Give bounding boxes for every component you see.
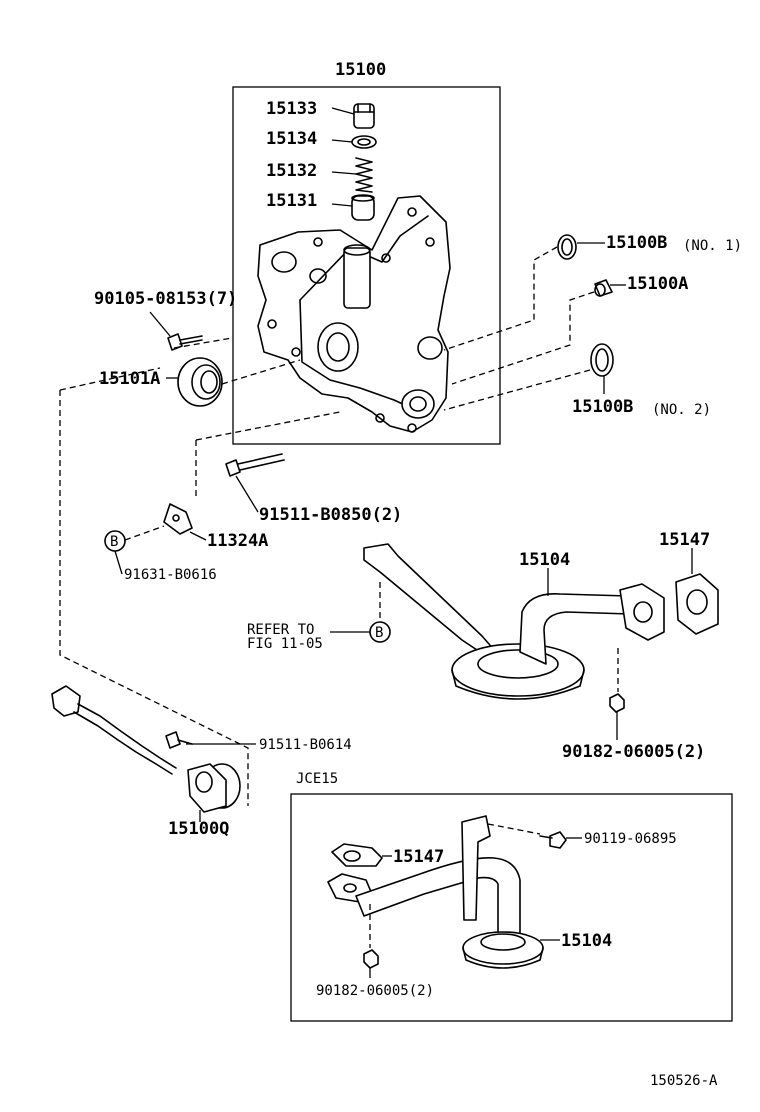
label-15100b-no2: 15100B — [572, 397, 633, 417]
variant-label-jce15: JCE15 — [296, 771, 338, 787]
label-15100a: 15100A — [627, 274, 688, 294]
o-ring-15100b-no2 — [590, 343, 614, 377]
oil-pump-body — [257, 195, 451, 433]
label-15100b-no1: 15100B — [606, 233, 667, 253]
label-15133: 15133 — [266, 99, 317, 119]
oil-strainer-15104 — [363, 543, 665, 700]
spring-15132 — [355, 157, 373, 193]
label-15100: 15100 — [335, 60, 386, 80]
gasket-15134 — [351, 135, 377, 149]
label-15131: 15131 — [266, 191, 317, 211]
bracket-11324a — [163, 503, 193, 535]
label-no2: (NO. 2) — [652, 402, 711, 418]
inset-oil-strainer-15104 — [327, 815, 544, 969]
marker-b2-circle — [369, 621, 391, 643]
bolt-90105-08153 — [167, 333, 203, 351]
valve-15131 — [351, 194, 375, 221]
bolt-91511-b0850 — [225, 453, 285, 477]
inset-bolt-90182-06005 — [363, 949, 379, 969]
oil-pump-assembly-box — [232, 86, 501, 445]
plug-15133 — [353, 103, 375, 129]
label-91631-b0616: 91631-B0616 — [124, 567, 217, 583]
jce15-inset-box — [290, 793, 733, 1022]
label-15100q: 15100Q — [168, 819, 229, 839]
label-no1: (NO. 1) — [683, 238, 742, 254]
label-90182-06005: 90182-06005(2) — [562, 742, 705, 762]
fig-ref-text: FIG 11-05 — [247, 636, 323, 652]
marker-b: B — [110, 534, 118, 550]
label-91511-b0614: 91511-B0614 — [259, 737, 352, 753]
label-91511-b0850: 91511-B0850(2) — [259, 505, 402, 525]
inset-label-90182-06005: 90182-06005(2) — [316, 983, 434, 999]
bolt-91511-b0614 — [165, 731, 193, 749]
inset-label-15104: 15104 — [561, 931, 612, 951]
marker-b2: B — [375, 625, 383, 641]
label-90105-08153: 90105-08153(7) — [94, 289, 237, 309]
refer-to-text: REFER TO — [247, 622, 314, 638]
label-11324a: 11324A — [207, 531, 268, 551]
inset-label-90119-06895: 90119-06895 — [584, 831, 677, 847]
diagram-id: 150526-A — [650, 1073, 718, 1089]
inset-bolt-90119-06895 — [539, 831, 567, 849]
gasket-15147 — [675, 573, 719, 635]
sensor-15100q — [51, 685, 241, 813]
plug-15100a — [594, 279, 613, 297]
label-15101a: 15101A — [99, 369, 160, 389]
label-15104: 15104 — [519, 550, 570, 570]
bolt-90182-06005 — [609, 693, 625, 713]
inset-label-15147: 15147 — [393, 847, 444, 867]
inset-gasket-15147 — [331, 843, 383, 867]
label-15147: 15147 — [659, 530, 710, 550]
label-15132: 15132 — [266, 161, 317, 181]
label-15134: 15134 — [266, 129, 317, 149]
oil-seal-15101a — [177, 357, 223, 407]
o-ring-15100b-no1 — [557, 234, 577, 260]
